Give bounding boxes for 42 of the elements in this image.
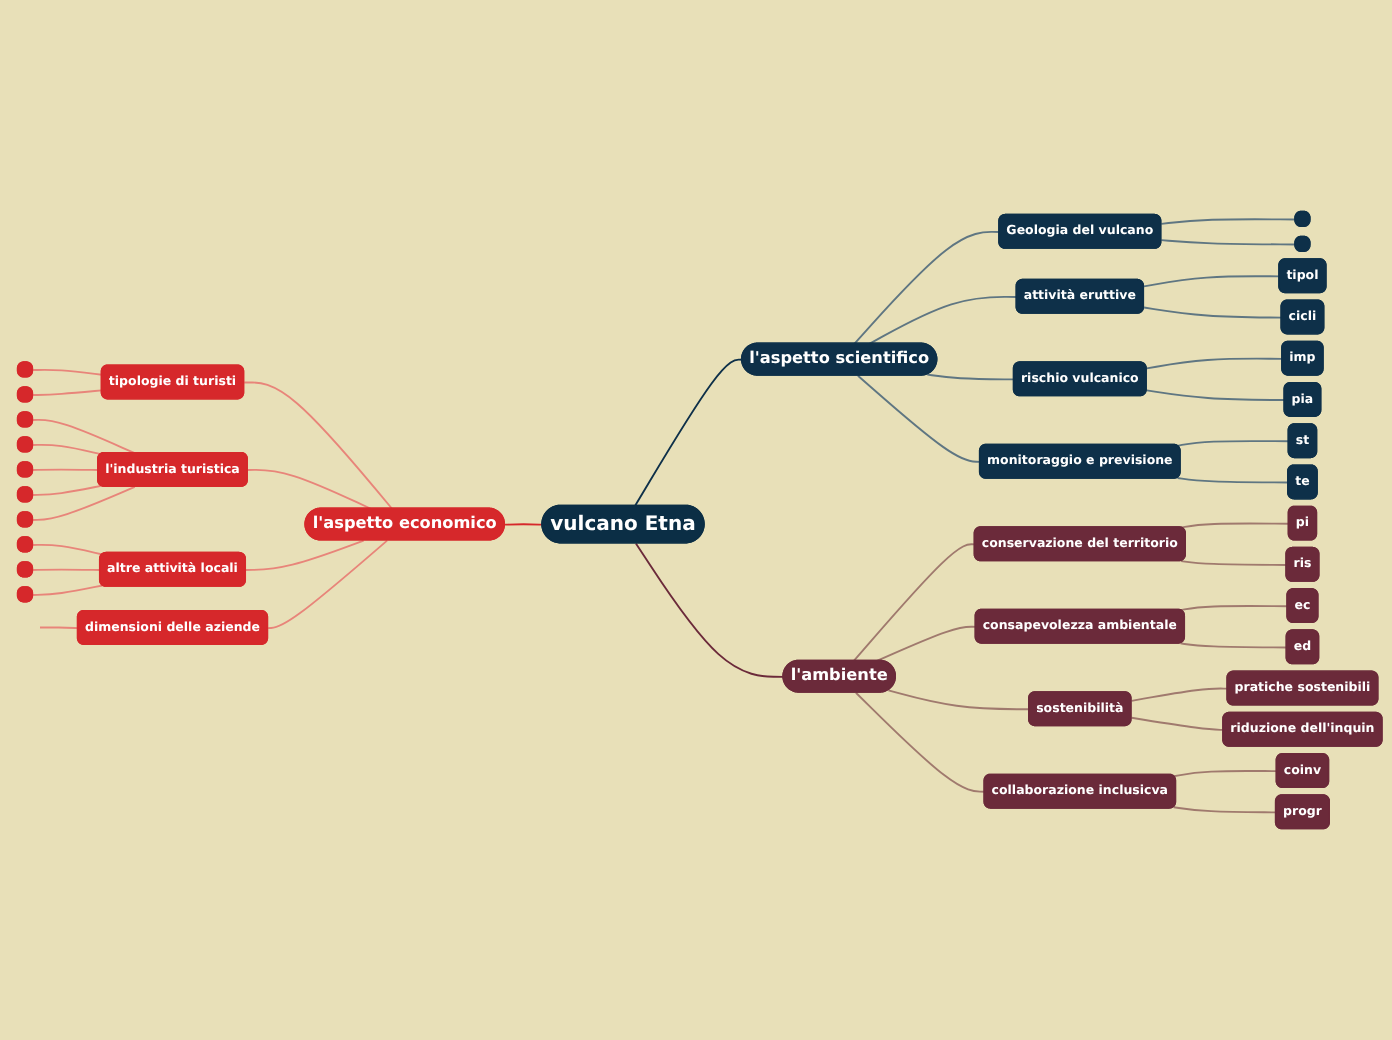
connector — [32, 418, 136, 455]
connector — [32, 368, 103, 376]
connector — [1180, 522, 1290, 529]
connector — [1160, 218, 1297, 225]
connector — [1130, 687, 1229, 702]
connector — [853, 230, 1001, 345]
connector — [1179, 642, 1288, 649]
connector — [926, 373, 1015, 381]
connector — [32, 485, 136, 521]
connector — [32, 484, 103, 496]
connector — [634, 358, 744, 507]
connector — [39, 626, 80, 629]
connector — [1160, 239, 1297, 246]
connector — [32, 389, 103, 396]
connector — [1179, 605, 1289, 612]
connector — [857, 374, 982, 463]
connector — [852, 543, 976, 662]
connector — [1172, 806, 1278, 814]
connector — [32, 568, 102, 571]
connector — [868, 295, 1018, 345]
connector — [1143, 275, 1281, 288]
connector — [1176, 440, 1290, 447]
connector — [504, 523, 544, 526]
connector — [1143, 306, 1283, 319]
connector — [875, 625, 977, 662]
connector — [267, 539, 388, 629]
connector — [243, 381, 393, 510]
connector — [32, 584, 104, 596]
connector — [855, 691, 986, 793]
connector — [1130, 716, 1225, 731]
connector — [635, 542, 785, 678]
connector — [245, 539, 365, 571]
connector — [32, 543, 104, 556]
connector — [887, 689, 1031, 711]
connector — [1176, 477, 1290, 484]
connector — [32, 443, 103, 456]
connector — [1180, 560, 1288, 566]
connector — [1145, 357, 1284, 370]
connector — [1172, 770, 1278, 778]
connector — [247, 468, 372, 510]
connector — [1145, 389, 1286, 401]
connector — [32, 468, 100, 471]
